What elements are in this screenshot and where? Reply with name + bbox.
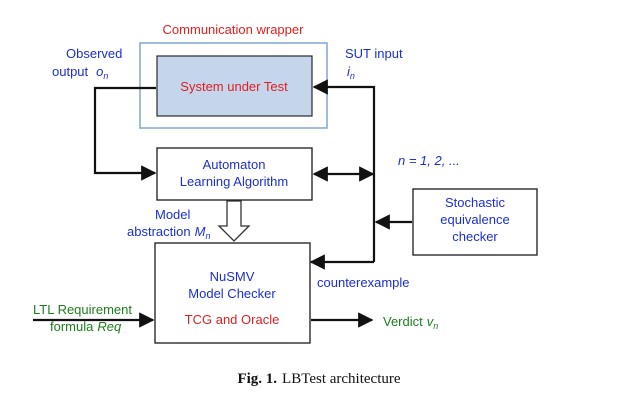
counterexample-label: counterexample [317, 275, 410, 290]
learning-algorithm-box [156, 147, 313, 201]
nusmv-line1: NuSMV [210, 269, 255, 284]
learning-algorithm-line2: Learning Algorithm [180, 174, 288, 189]
sut-input-var: in [347, 64, 355, 81]
stochastic-line2: equivalence [440, 212, 509, 227]
observed-output-arrow [93, 86, 157, 181]
nusmv-model-checker-box [154, 242, 311, 344]
system-under-test-box [156, 55, 313, 117]
stochastic-line3: checker [452, 229, 498, 244]
iteration-label: n = 1, 2, ... [398, 153, 460, 168]
sut-input-label: SUT input [345, 46, 403, 61]
learning-algorithm-line1: Automaton [203, 157, 266, 172]
stochastic-checker-box [412, 188, 538, 256]
model-abstraction-line1: Model [155, 207, 191, 222]
communication-wrapper-title: Communication wrapper [163, 22, 305, 37]
system-under-test-label: System under Test [180, 79, 288, 94]
model-transfer-arrow [217, 200, 251, 242]
nusmv-line3: TCG and Oracle [185, 312, 280, 327]
ltl-requirement-line1: LTL Requirement [33, 302, 132, 317]
stochastic-line1: Stochastic [445, 195, 505, 210]
nusmv-line2: Model Checker [188, 286, 276, 301]
figure-caption: Fig. 1.LBTest architecture [237, 371, 400, 387]
observed-output-label-line1: Observed [66, 46, 122, 61]
